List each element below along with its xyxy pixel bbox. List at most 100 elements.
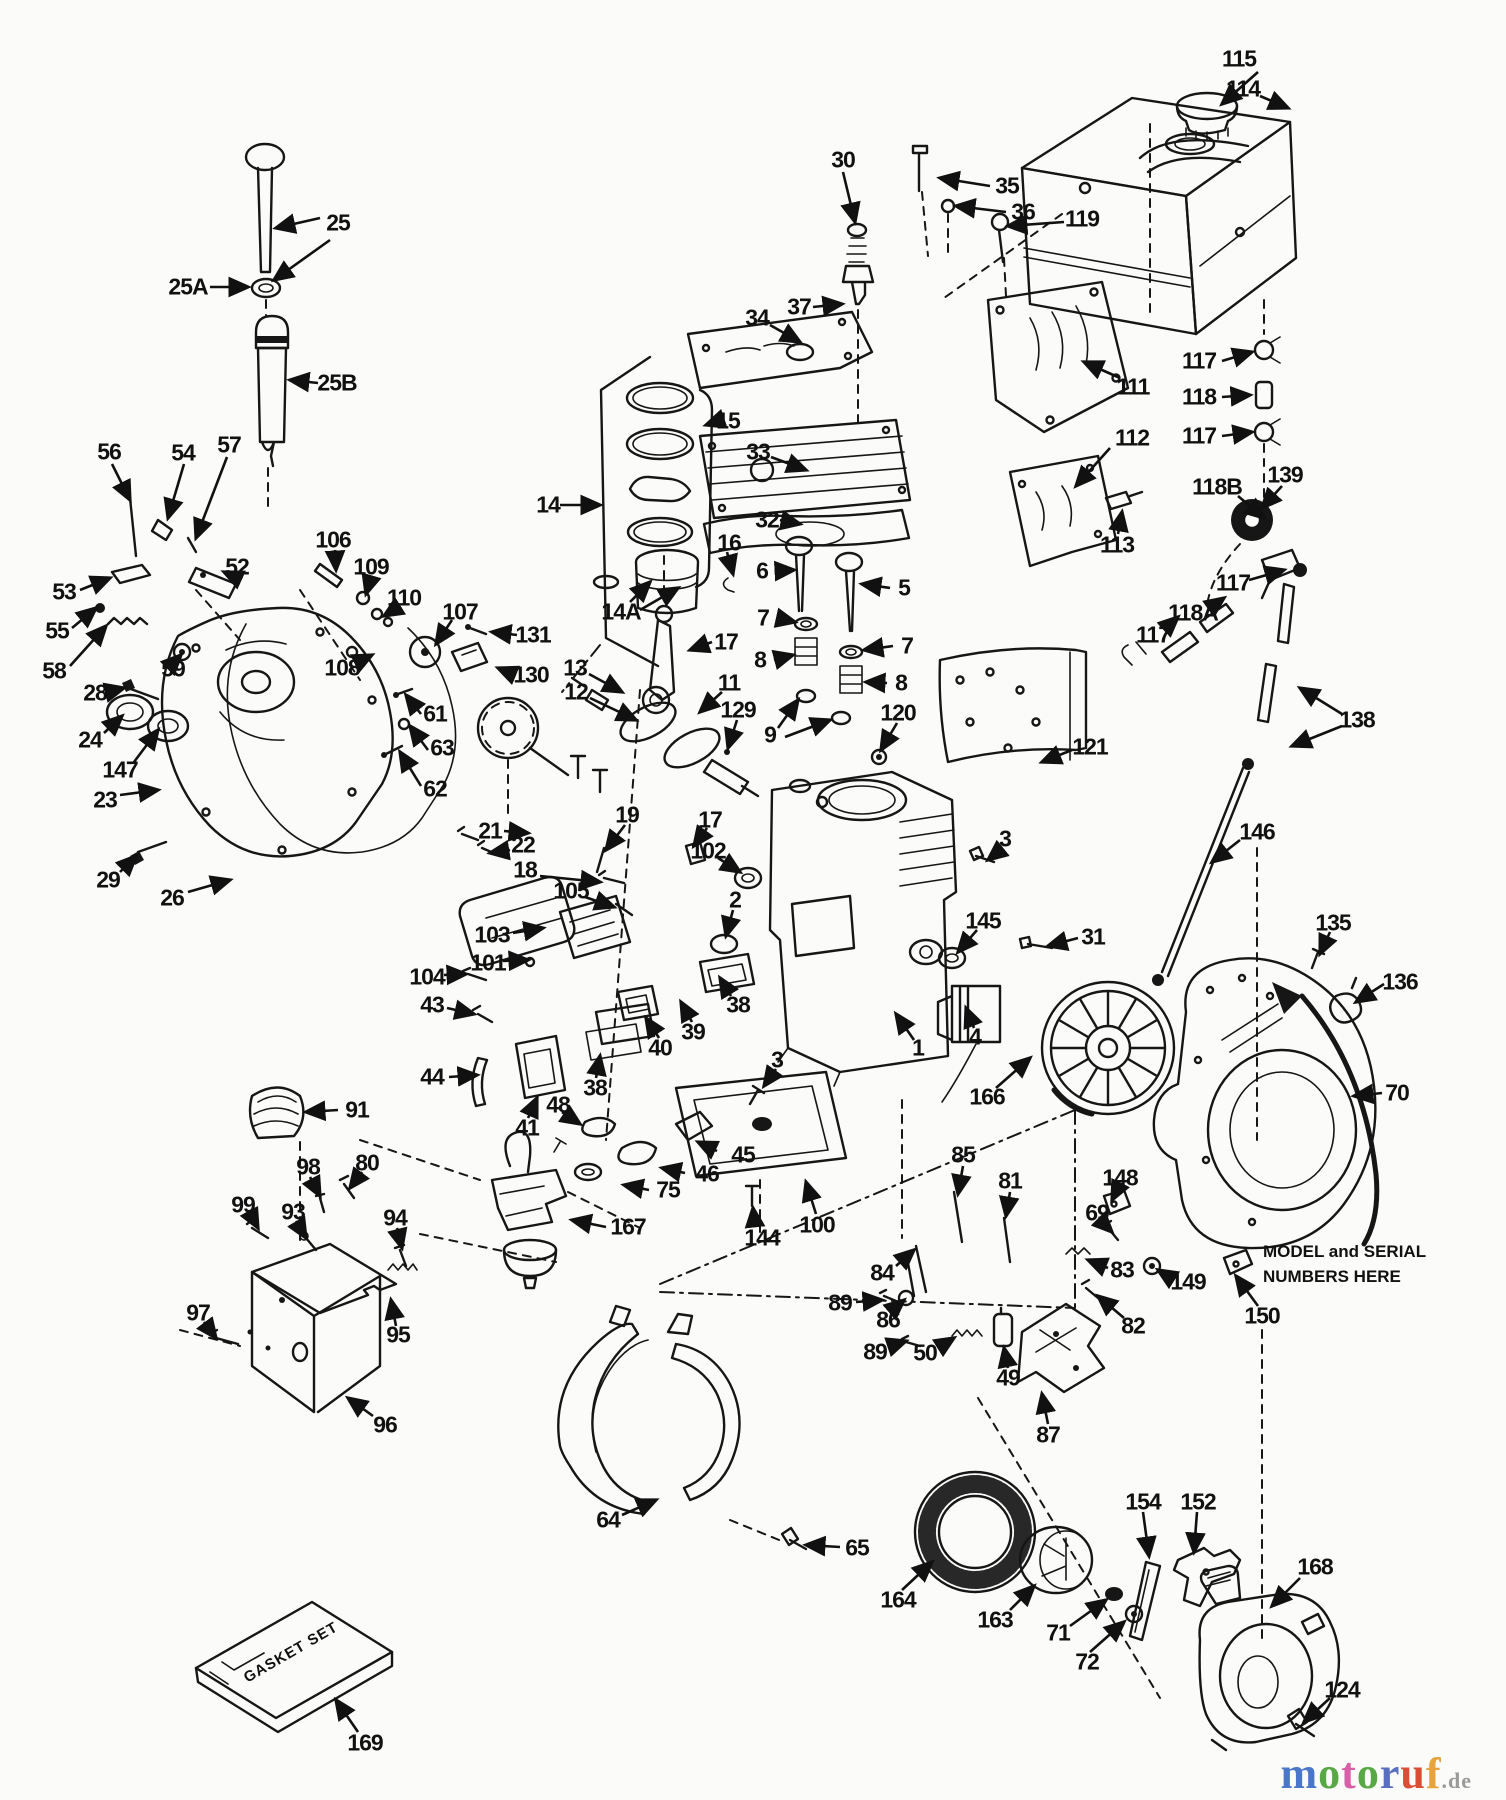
- leader-arrow: [71, 605, 99, 629]
- motoruf-watermark[interactable]: motoruf.de: [1281, 1748, 1472, 1799]
- part-label-30: 30: [831, 146, 856, 173]
- part-label-129: 129: [720, 696, 756, 723]
- leader-arrow: [448, 1066, 481, 1087]
- valve-and-dipstick: [244, 142, 290, 511]
- leader-arrow: [773, 607, 799, 628]
- leader-arrow: [588, 672, 626, 694]
- leader-arrow: [862, 672, 888, 694]
- motoruf-letter[interactable]: f: [1425, 1749, 1442, 1798]
- leader-arrow: [159, 652, 184, 677]
- part-label-7: 7: [757, 604, 770, 631]
- leader-arrow: [686, 633, 713, 654]
- leader-arrow: [584, 890, 618, 911]
- part-label-17: 17: [698, 806, 723, 833]
- leader-arrow: [163, 463, 186, 522]
- leader-arrow: [761, 1064, 784, 1090]
- part-label-118: 118: [1181, 383, 1217, 410]
- part-label-3: 3: [771, 1046, 784, 1073]
- leader-arrow: [931, 1335, 958, 1358]
- part-label-145: 145: [965, 907, 1001, 934]
- part-label-117: 117: [1181, 347, 1217, 374]
- gasket-set-box: [194, 1600, 394, 1734]
- leader-arrow: [860, 637, 894, 658]
- leader-arrow: [344, 1395, 374, 1418]
- part-label-91: 91: [345, 1096, 370, 1123]
- part-label-154: 154: [1125, 1488, 1161, 1515]
- part-label-104: 104: [409, 963, 445, 990]
- leader-arrow: [679, 998, 700, 1025]
- leader-arrow: [333, 1696, 360, 1733]
- leader-arrow: [1259, 485, 1283, 511]
- motoruf-wordmark[interactable]: motoruf: [1281, 1749, 1442, 1798]
- leader-arrow: [1136, 1511, 1157, 1560]
- leader-arrow: [239, 1205, 260, 1232]
- part-label-29: 29: [96, 866, 121, 893]
- part-label-50: 50: [913, 1339, 938, 1366]
- motoruf-letter[interactable]: o: [1356, 1749, 1380, 1798]
- part-label-62: 62: [423, 775, 448, 802]
- shroud-bracket-and-rod: [937, 647, 1363, 1141]
- part-label-52: 52: [225, 553, 250, 580]
- part-label-36: 36: [1011, 198, 1036, 225]
- part-label-45: 45: [731, 1141, 756, 1168]
- part-label-57: 57: [217, 431, 242, 458]
- leader-arrow: [778, 509, 804, 531]
- part-label-115: 115: [1221, 45, 1257, 72]
- carburetor: [359, 1110, 714, 1290]
- leader-arrow: [380, 596, 407, 619]
- part-label-86: 86: [876, 1306, 901, 1333]
- leader-arrow: [855, 1291, 886, 1312]
- leader-arrow: [102, 682, 128, 703]
- part-label-58: 58: [42, 657, 67, 684]
- leader-arrow: [1069, 1597, 1110, 1628]
- fuel-tank: [943, 91, 1298, 336]
- leader-arrow: [486, 839, 511, 861]
- part-label-21: 21: [478, 817, 503, 844]
- leader-arrow: [717, 974, 740, 1001]
- part-label-117: 117: [1215, 569, 1251, 596]
- part-label-22: 22: [511, 831, 536, 858]
- leader-arrow: [697, 691, 723, 715]
- heat-shield: [557, 1304, 1161, 1699]
- motoruf-letter[interactable]: t: [1341, 1749, 1357, 1798]
- part-label-53: 53: [52, 578, 77, 605]
- motoruf-letter[interactable]: o: [1318, 1749, 1342, 1798]
- part-label-96: 96: [373, 1411, 398, 1438]
- leader-arrow: [384, 1296, 405, 1327]
- part-label-8: 8: [895, 669, 908, 696]
- part-label-146: 146: [1239, 818, 1275, 845]
- part-label-9: 9: [764, 721, 777, 748]
- leader-arrow: [347, 1166, 371, 1192]
- part-label-100: 100: [799, 1211, 835, 1238]
- leader-arrow: [488, 623, 518, 645]
- part-label-139: 139: [1267, 461, 1303, 488]
- leader-arrow: [361, 572, 382, 598]
- part-label-81: 81: [998, 1167, 1023, 1194]
- part-label-82: 82: [1121, 1312, 1146, 1339]
- leader-arrow: [936, 170, 991, 192]
- leader-arrow: [952, 197, 1007, 219]
- flywheel-and-coil: [936, 980, 1176, 1117]
- part-label-41: 41: [515, 1114, 540, 1141]
- leader-arrow: [1237, 495, 1267, 521]
- motoruf-domain-suffix[interactable]: .de: [1441, 1768, 1472, 1793]
- part-label-111: 111: [1116, 373, 1151, 400]
- leader-arrow: [995, 1055, 1033, 1089]
- part-label-2: 2: [729, 886, 742, 913]
- part-label-105: 105: [553, 877, 589, 904]
- leader-arrow: [879, 722, 900, 754]
- part-label-97: 97: [186, 1299, 211, 1326]
- part-label-18: 18: [513, 856, 538, 883]
- leader-arrow: [1089, 1619, 1127, 1653]
- part-label-11: 11: [717, 669, 741, 696]
- part-label-102: 102: [690, 837, 726, 864]
- part-label-24: 24: [78, 726, 103, 753]
- motoruf-letter[interactable]: u: [1400, 1749, 1426, 1798]
- valve-train: [722, 535, 888, 766]
- leader-arrow: [397, 748, 423, 787]
- motoruf-letter[interactable]: m: [1280, 1749, 1319, 1798]
- part-label-164: 164: [880, 1586, 916, 1613]
- part-label-38: 38: [726, 991, 751, 1018]
- motoruf-letter[interactable]: r: [1379, 1749, 1401, 1798]
